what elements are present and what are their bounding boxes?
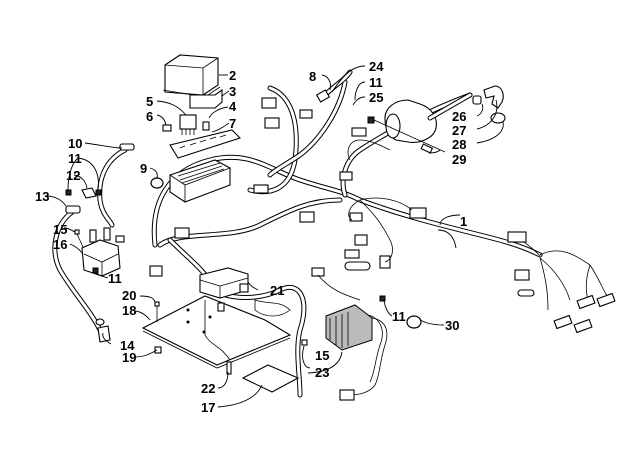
mounting-plate-18 (141, 295, 292, 369)
fuse-block (169, 159, 231, 203)
clamp-30 (406, 315, 422, 329)
callout-7: 7 (229, 116, 236, 131)
spark-plug-cap-26 (472, 95, 482, 105)
voltage-regulator-23 (311, 267, 388, 401)
battery-cable-13 (52, 205, 105, 333)
callout-20: 20 (122, 288, 136, 303)
callout-2: 2 (229, 68, 236, 83)
callout-3: 3 (229, 84, 236, 99)
callout-11-regulator: 11 (392, 309, 406, 324)
callout-9: 9 (140, 161, 147, 176)
callout-14: 14 (120, 338, 135, 353)
terminal-boot-12 (81, 187, 97, 199)
callout-17: 17 (201, 400, 215, 415)
starter-solenoid-16 (81, 227, 125, 277)
relay-5 (179, 114, 197, 135)
callout-13: 13 (35, 189, 49, 204)
relay-3 (189, 88, 223, 109)
terminal-boot-14 (97, 325, 111, 343)
callout-26: 26 (452, 109, 466, 124)
callout-11-solenoid-top: 11 (68, 151, 82, 166)
fuse-box-cover (162, 54, 221, 98)
connector-lead-8 (315, 69, 353, 103)
screw-20 (154, 301, 160, 322)
harness-connectors (149, 97, 427, 277)
nuts (65, 189, 386, 302)
callout-16: 16 (53, 237, 67, 252)
callout-19: 19 (122, 350, 136, 365)
callout-30: 30 (445, 318, 459, 333)
callout-15-regulator: 15 (315, 348, 329, 363)
callout-1: 1 (460, 214, 467, 229)
grommet-19 (154, 346, 162, 354)
fuse-4 (202, 121, 210, 131)
callout-4: 4 (229, 99, 237, 114)
callout-25: 25 (369, 90, 383, 105)
callout-22: 22 (201, 381, 215, 396)
callout-15-solenoid: 15 (53, 222, 67, 237)
callout-5: 5 (146, 94, 153, 109)
control-module-21 (199, 267, 291, 317)
ground-lead-22 (204, 300, 232, 375)
callout-23: 23 (315, 365, 329, 380)
ignition-coil-25 (367, 92, 473, 154)
callout-12: 12 (66, 168, 80, 183)
callout-11-solenoid-bottom: 11 (108, 271, 122, 286)
circuit-board-7 (169, 129, 242, 159)
callout-29: 29 (452, 152, 466, 167)
spark-plug-boot-27 (483, 85, 504, 109)
clamp-ring-9 (150, 177, 164, 189)
callout-27: 27 (452, 123, 466, 138)
leader-lines (45, 65, 504, 408)
callout-18: 18 (122, 303, 136, 318)
battery-cable-10 (97, 143, 135, 228)
callout-28: 28 (452, 137, 466, 152)
callout-11-coil: 11 (369, 75, 383, 90)
callout-10: 10 (68, 136, 82, 151)
harness-right-branch (507, 231, 616, 334)
callout-labels: 1 2 3 4 5 6 7 8 9 10 11 11 11 11 12 13 1… (35, 59, 467, 415)
decal-17 (241, 364, 300, 393)
callout-21: 21 (270, 283, 284, 298)
callout-24: 24 (369, 59, 384, 74)
callout-8: 8 (309, 69, 316, 84)
callout-6: 6 (146, 109, 153, 124)
fuse-6 (162, 124, 172, 132)
